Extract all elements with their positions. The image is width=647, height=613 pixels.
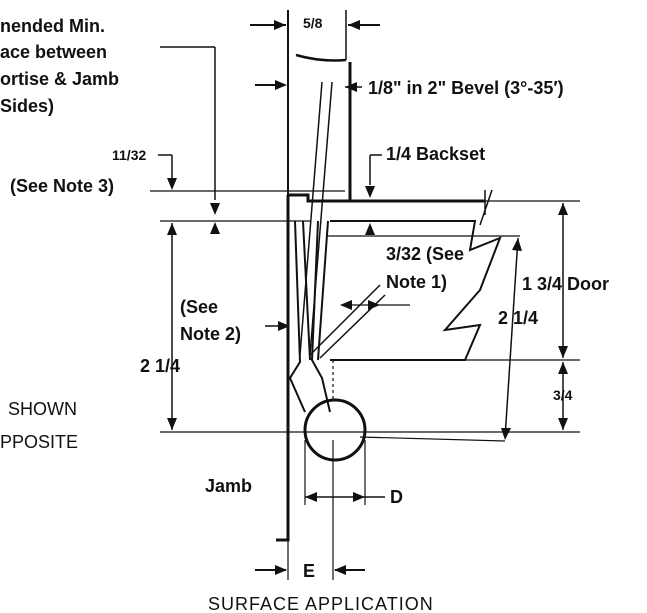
left-2-arrow-top [167,223,177,235]
top-left-arrow [274,20,286,30]
eleven-arrow [167,178,177,190]
bevel-diag-1 [309,284,381,356]
opposite-label: PPOSITE [0,432,78,452]
three-quarter-arrow-top [558,362,568,374]
recommended-line4: Sides) [0,96,54,116]
see-note3-label: (See Note 3) [10,176,114,196]
door-body [330,220,502,361]
caption: SURFACE APPLICATION [208,594,434,613]
bevel-label: 1/8" in 2" Bevel (3°-35′) [368,78,564,98]
backset-label: 1/4 Backset [386,144,485,164]
bevel-line-2 [309,81,333,356]
jamb-outline [276,195,290,542]
door-break-line [479,189,493,226]
d-arrow-right [353,492,365,502]
door-dim-arrow-bottom [558,346,568,358]
jamb-arrow [275,80,287,90]
right-2-1-4-label: 2 1/4 [498,308,538,328]
three-32-line1: 3/32 (See [386,244,464,264]
d-label: D [390,487,403,507]
three-quarter-label: 3/4 [553,387,573,403]
jamb-break-top [295,53,347,62]
see-note2-line1: (See [180,297,218,317]
backset-arrow [365,186,375,198]
hinge-leaf-inner-3 [317,220,329,361]
recommended-line2: ace between [0,42,107,62]
right-2-arrow-top [512,238,522,251]
see-note2-line2: Note 2) [180,324,241,344]
left-2-1-4-label: 2 1/4 [140,356,180,376]
note2-arrow [278,321,290,331]
right-2-ext-bottom [359,436,506,442]
door-dim-arrow-top [558,203,568,215]
d-arrow-left [305,492,317,502]
three-32-line2: Note 1) [386,272,447,292]
hinge-leaf-outer [288,220,306,413]
hinge-knuckle [303,398,367,462]
recommended-line1: nended Min. [0,16,105,36]
top-width-label: 5/8 [303,15,323,31]
jamb-label: Jamb [205,476,252,496]
bevel-diag-2 [319,294,386,359]
door-label: 1 3/4 Door [522,274,609,294]
labels: nended Min. ace between ortise & Jamb Si… [0,15,609,613]
recommended-arrow-down [210,203,220,215]
recommended-line3: ortise & Jamb [0,69,119,89]
right-2-arrow-bottom [501,428,511,440]
recommended-arrow-up [210,222,220,234]
eleven-32-label: 11/32 [112,147,146,163]
note1-arrow-left [340,300,352,310]
e-label: E [303,561,315,581]
hinge-leaf-inner-1 [302,220,311,361]
dimension-lines [150,10,580,580]
right-2-dim-line [504,237,519,439]
left-2-arrow-bottom [167,418,177,430]
shown-label: SHOWN [8,399,77,419]
three32-arrow-up [365,223,375,235]
e-arrow-right [334,565,346,575]
hinge-drawing [276,53,502,542]
three-quarter-arrow-bottom [558,418,568,430]
e-arrow-left [275,565,287,575]
jamb-top-step [288,62,352,203]
top-right-arrow [348,20,360,30]
bevel-line-1 [299,81,323,356]
